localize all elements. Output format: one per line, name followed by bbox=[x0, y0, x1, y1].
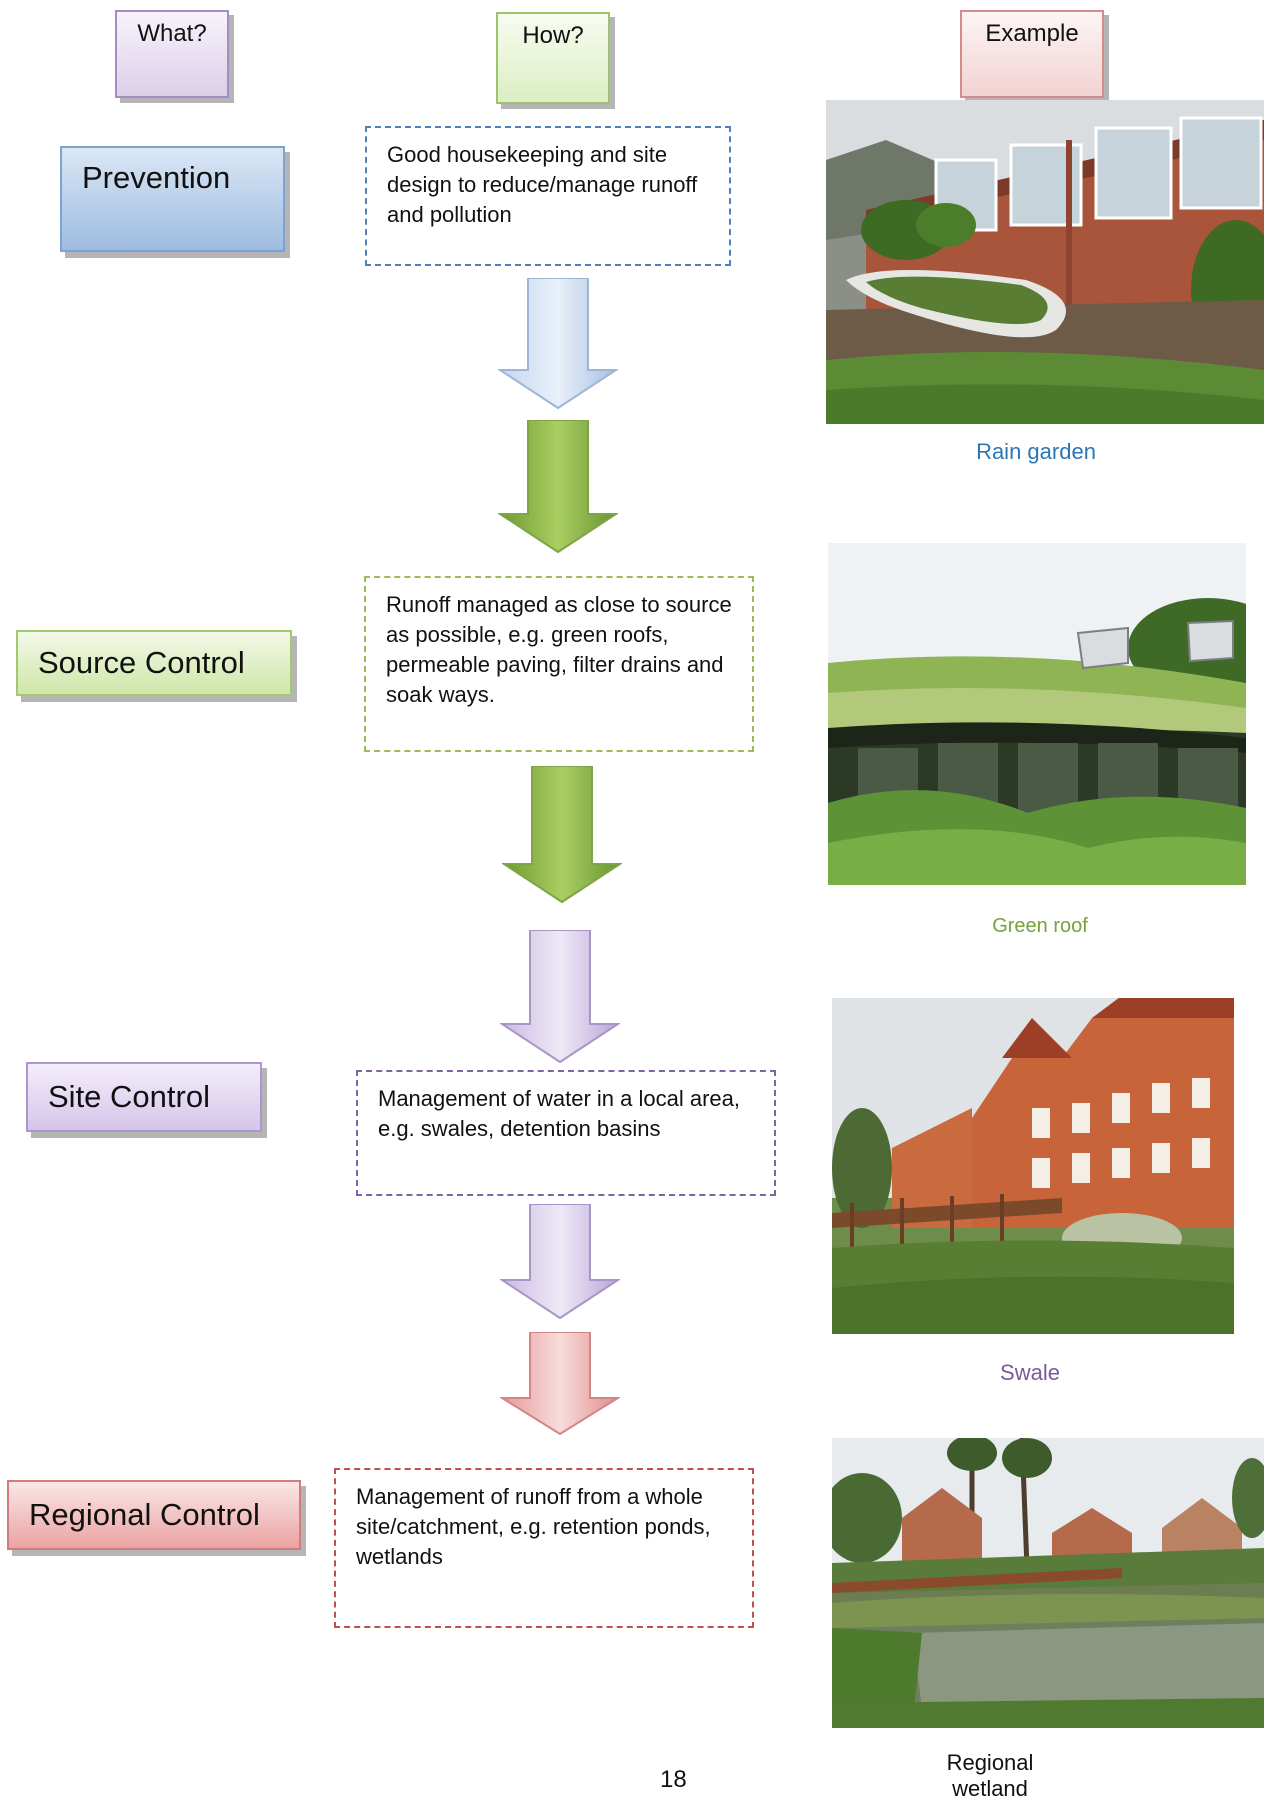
stage-site-control-label: Site Control bbox=[48, 1079, 210, 1114]
swale-photo bbox=[832, 998, 1234, 1334]
stage-regional-control: Regional Control bbox=[7, 1480, 301, 1550]
stage-source-control-label: Source Control bbox=[38, 645, 245, 680]
green-roof-photo bbox=[828, 543, 1246, 885]
header-example-label: Example bbox=[985, 20, 1079, 47]
stage-prevention: Prevention bbox=[60, 146, 285, 252]
arrow-green-1 bbox=[498, 420, 618, 554]
description-prevention: Good housekeeping and site design to red… bbox=[365, 126, 731, 266]
caption-regional-wetland: Regional wetland bbox=[946, 1750, 1034, 1801]
caption-green-roof: Green roof bbox=[992, 915, 1088, 937]
arrow-red bbox=[500, 1332, 620, 1436]
stage-site-control: Site Control bbox=[26, 1062, 262, 1132]
regional-wetland-photo bbox=[832, 1438, 1264, 1728]
arrow-purple-1 bbox=[500, 930, 620, 1064]
header-what-label: What? bbox=[137, 20, 207, 47]
caption-swale: Swale bbox=[1000, 1360, 1060, 1385]
description-source-control-text: Runoff managed as close to source as pos… bbox=[386, 592, 732, 707]
description-source-control: Runoff managed as close to source as pos… bbox=[364, 576, 754, 752]
description-prevention-text: Good housekeeping and site design to red… bbox=[387, 142, 698, 227]
arrow-blue bbox=[498, 278, 618, 410]
description-regional-control: Management of runoff from a whole site/c… bbox=[334, 1468, 754, 1628]
header-example: Example bbox=[960, 10, 1104, 98]
stage-prevention-label: Prevention bbox=[82, 160, 231, 195]
arrow-green-2 bbox=[502, 766, 622, 904]
description-site-control: Management of water in a local area, e.g… bbox=[356, 1070, 776, 1196]
header-how-label: How? bbox=[522, 22, 584, 49]
rain-garden-photo bbox=[826, 100, 1264, 424]
description-site-control-text: Management of water in a local area, e.g… bbox=[378, 1086, 740, 1141]
description-regional-control-text: Management of runoff from a whole site/c… bbox=[356, 1484, 711, 1569]
stage-source-control: Source Control bbox=[16, 630, 292, 696]
header-how: How? bbox=[496, 12, 610, 104]
page-number: 18 bbox=[660, 1766, 687, 1793]
caption-rain-garden: Rain garden bbox=[976, 439, 1096, 464]
stage-regional-control-label: Regional Control bbox=[29, 1497, 260, 1532]
arrow-purple-2 bbox=[500, 1204, 620, 1320]
header-what: What? bbox=[115, 10, 229, 98]
